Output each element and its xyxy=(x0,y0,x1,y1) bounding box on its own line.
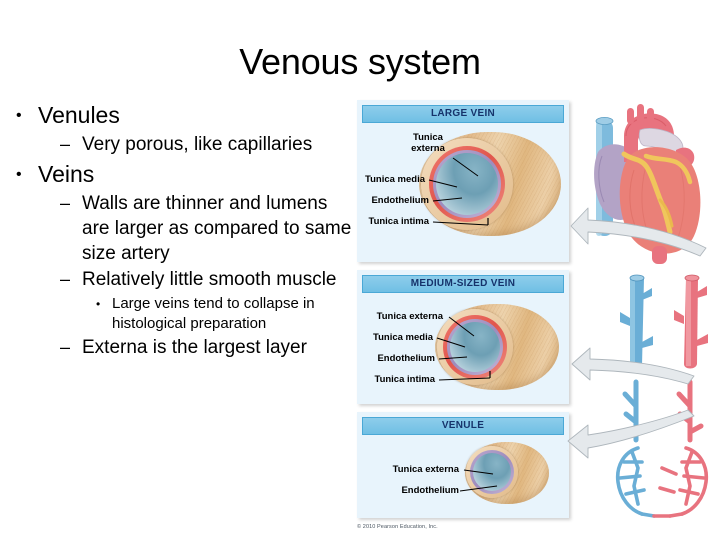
panel-body-medium-sized-vein: Tunica externa Tunica media Endothelium … xyxy=(357,294,569,404)
label-tunica-externa: Tunica externa xyxy=(392,464,459,475)
venule-leader-lines xyxy=(459,469,498,492)
list-item: • Venules xyxy=(8,100,353,131)
label-tunica-externa: Tunica externa xyxy=(411,132,445,154)
arrow-large-vein xyxy=(570,207,707,257)
label-tunica-externa: Tunica externa xyxy=(376,311,443,322)
bullet-text: Venules xyxy=(38,102,120,128)
medium-vein-cross-section xyxy=(435,304,559,390)
label-tunica-media: Tunica media xyxy=(364,174,425,185)
list-item: – Externa is the largest layer xyxy=(8,335,353,360)
label-endothelium: Endothelium xyxy=(401,485,459,496)
bullet-list: • Venules – Very porous, like capillarie… xyxy=(8,98,353,360)
bullet-marker: • xyxy=(16,166,22,183)
bullet-text: Relatively little smooth muscle xyxy=(82,269,337,290)
capillary-bed-icon xyxy=(615,446,709,518)
aorta-icon xyxy=(624,113,675,162)
label-tunica-intima: Tunica intima xyxy=(368,216,429,227)
bullet-text: Veins xyxy=(38,161,95,187)
bullet-text: Very porous, like capillaries xyxy=(82,134,313,155)
bullet-marker: • xyxy=(16,107,22,124)
copyright-notice: © 2010 Pearson Education, Inc. xyxy=(357,524,438,530)
anatomy-illustration xyxy=(580,96,720,536)
list-item: • Large veins tend to collapse in histol… xyxy=(8,294,353,334)
panel-header-large-vein: LARGE VEIN xyxy=(362,105,564,123)
panel-large-vein: LARGE VEIN Tunica externa xyxy=(357,100,569,262)
list-item: – Walls are thinner and lumens are large… xyxy=(8,191,353,266)
bullet-text: Externa is the largest layer xyxy=(82,337,307,358)
label-tunica-media: Tunica media xyxy=(372,332,433,343)
panel-body-venule: Tunica externa Endothelium xyxy=(357,436,569,518)
bullet-marker: – xyxy=(60,337,71,357)
coronary-vessels-icon xyxy=(621,151,673,235)
list-item: – Very porous, like capillaries xyxy=(8,132,353,157)
panel-venule: VENULE Tunica externa Endothelium xyxy=(357,412,569,518)
list-item: • Veins xyxy=(8,159,353,190)
bullet-text: Large veins tend to collapse in histolog… xyxy=(112,295,315,332)
label-tunica-intima: Tunica intima xyxy=(374,374,435,385)
bullet-text: Walls are thinner and lumens are larger … xyxy=(82,193,352,264)
bullet-marker: – xyxy=(60,134,71,154)
medium-artery-icon xyxy=(674,274,708,369)
bullet-marker: • xyxy=(96,297,101,311)
panel-header-venule: VENULE xyxy=(362,417,564,435)
medium-vein-icon xyxy=(620,274,653,371)
bullet-marker: – xyxy=(60,269,71,289)
medium-vein-leader-lines xyxy=(436,316,491,381)
panel-medium-sized-vein: MEDIUM-SIZED VEIN Tunica externa Tunica … xyxy=(357,270,569,404)
arrow-venule xyxy=(567,409,695,459)
panel-body-large-vein: Tunica externa Tunica media Endothelium … xyxy=(357,124,569,262)
label-endothelium: Endothelium xyxy=(371,195,429,206)
large-vein-leader-lines xyxy=(428,157,489,226)
panel-header-medium-sized-vein: MEDIUM-SIZED VEIN xyxy=(362,275,564,293)
list-item: – Relatively little smooth muscle xyxy=(8,267,353,292)
bullet-marker: – xyxy=(60,193,71,213)
heart-and-vessels-svg xyxy=(594,104,709,518)
label-endothelium: Endothelium xyxy=(377,353,435,364)
arrow-medium-vein xyxy=(571,347,695,385)
venous-system-figure: LARGE VEIN Tunica externa xyxy=(352,96,720,536)
vessel-lumen xyxy=(450,322,500,372)
page-title: Venous system xyxy=(239,41,481,82)
